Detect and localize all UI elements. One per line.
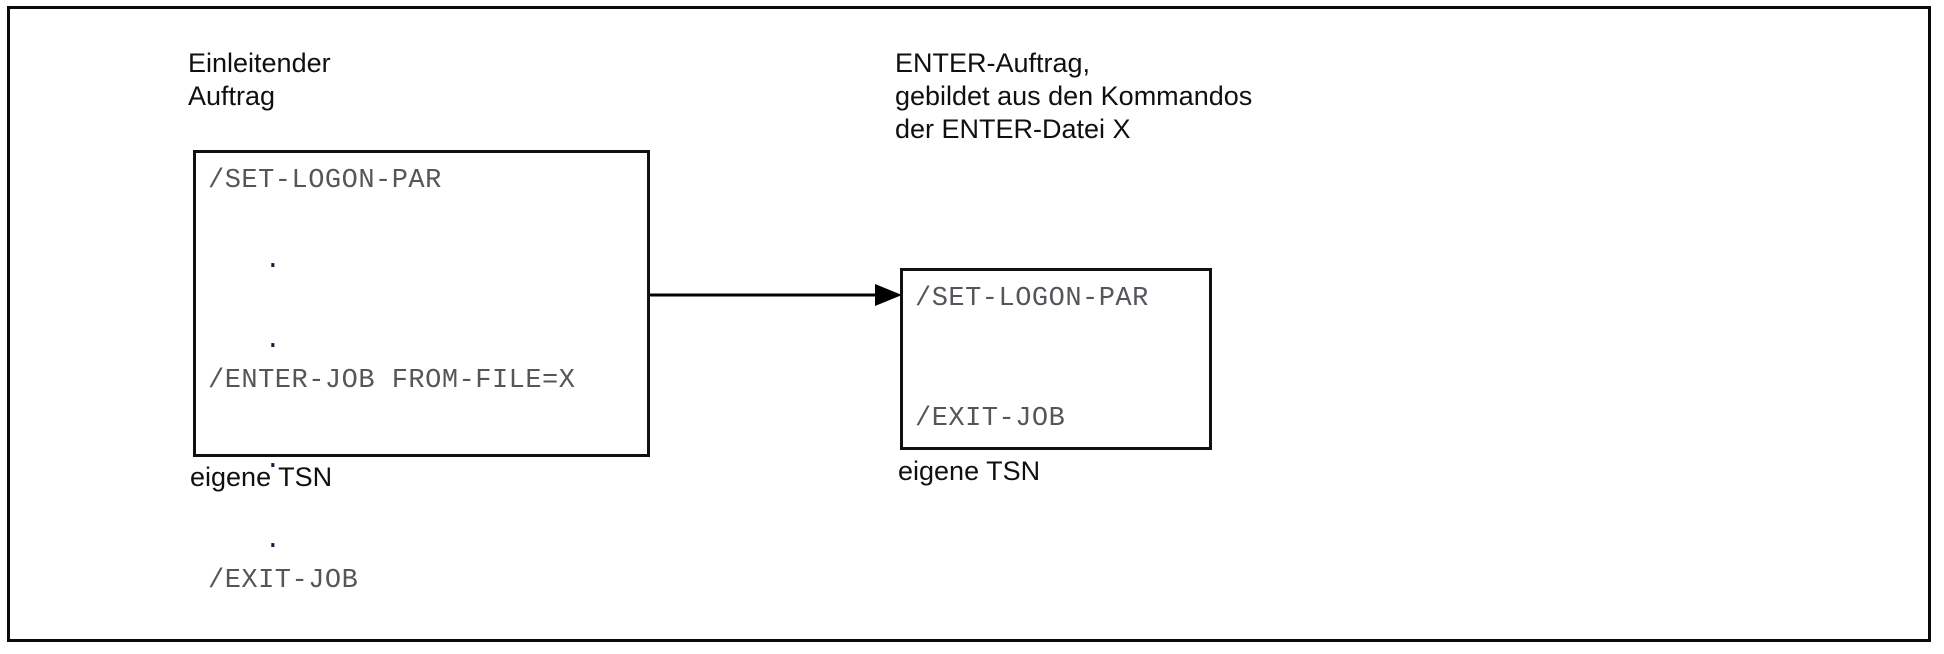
right-tsn-label: eigene TSN — [898, 456, 1041, 486]
left-caption: Einleitender Auftrag — [188, 48, 331, 111]
flow-arrow — [650, 277, 902, 313]
right-code-line: /EXIT-JOB — [915, 404, 1066, 434]
right-code-listing: /SET-LOGON-PAR /EXIT-JOB — [915, 279, 1149, 439]
left-code-line — [208, 281, 575, 321]
right-code-line — [915, 359, 1149, 399]
left-code-line — [208, 201, 575, 241]
outer-frame: Einleitender Auftrag ENTER-Auftrag, gebi… — [7, 6, 1931, 642]
right-code-line — [915, 319, 1149, 359]
right-job-box: /SET-LOGON-PAR /EXIT-JOB — [900, 268, 1212, 450]
left-code-line: . — [264, 326, 282, 356]
left-job-box: /SET-LOGON-PAR . . /ENTER-JOB FROM-FILE=X… — [193, 150, 650, 596]
left-code-line — [208, 401, 575, 441]
left-code-listing: /SET-LOGON-PAR . . /ENTER-JOB FROM-FILE=X… — [208, 161, 575, 601]
left-tsn-label: eigene TSN — [190, 462, 333, 492]
left-code-line: . — [264, 246, 282, 276]
left-code-line: /EXIT-JOB — [208, 566, 359, 596]
left-code-line: . — [264, 446, 282, 476]
left-code-line: /ENTER-JOB FROM-FILE=X — [208, 366, 576, 396]
left-code-line: /SET-LOGON-PAR — [208, 166, 442, 196]
right-code-line: /SET-LOGON-PAR — [915, 284, 1149, 314]
right-caption: ENTER-Auftrag, gebildet aus den Kommando… — [895, 48, 1253, 144]
flow-arrow-icon — [650, 284, 902, 306]
left-code-line: . — [264, 526, 282, 556]
